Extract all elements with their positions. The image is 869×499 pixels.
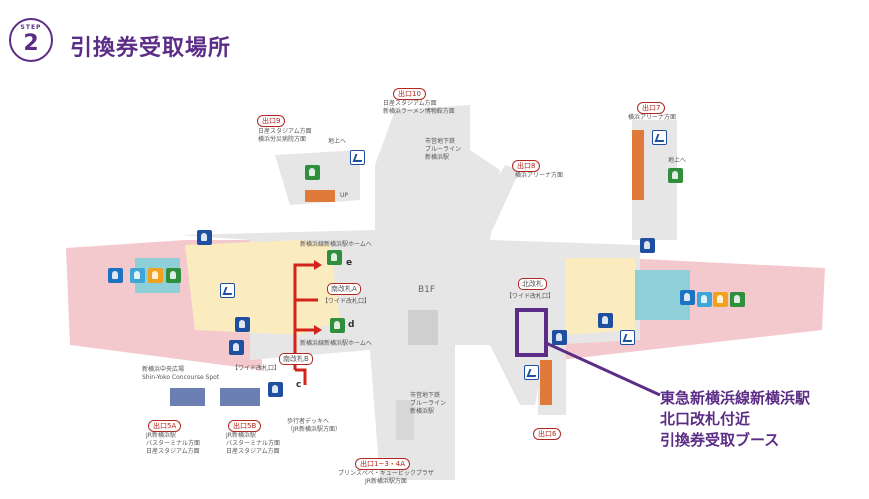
walkway-note: 歩行者デッキへ（JR新横浜駅方面） — [287, 418, 341, 433]
floor-label: B1F — [418, 285, 436, 295]
corridor-exit-8 — [470, 165, 520, 235]
booth-label-line-1: 東急新横浜線新横浜駅 — [660, 389, 811, 407]
stairs-left — [305, 190, 335, 202]
subway-top-note: 市営地下鉄ブルーライン新横浜駅 — [425, 138, 462, 161]
escalator-icon — [620, 330, 635, 345]
south-gate-a: 南改札A — [327, 283, 361, 295]
restroom-icon — [108, 268, 123, 283]
ticket-machine-icon — [235, 317, 250, 332]
accessible-restroom-icon — [130, 268, 145, 283]
up-left-note: 地上へ — [328, 138, 347, 145]
ticket-machine-icon — [552, 330, 567, 345]
main-concourse — [180, 105, 640, 480]
platform-c-label: c — [296, 380, 302, 390]
wide-gate-a: 【ワイド改札口】 — [322, 298, 371, 305]
exit-5a-note: JR新横浜駅バスターミナル方面日産スタジアム方面 — [146, 432, 201, 455]
pillar — [408, 310, 438, 345]
step-word: STEP — [20, 24, 42, 31]
wide-gate-b: 【ワイド改札口】 — [232, 365, 281, 372]
stairs-exit-5a — [170, 388, 205, 406]
up-marker: UP — [340, 192, 349, 199]
wide-gate-north: 【ワイド改札口】 — [506, 293, 555, 300]
elevator-icon — [668, 168, 683, 183]
platform-d-label: d — [348, 320, 355, 330]
elevator-icon — [640, 238, 655, 253]
escalator-icon — [652, 130, 667, 145]
multipurpose-toilet-icon — [166, 268, 181, 283]
booth-pointer-line — [545, 341, 661, 397]
booth-highlight — [515, 308, 548, 357]
up-right-note: 地上へ — [668, 157, 687, 164]
exit-7-note: 横浜アリーナ方面 — [628, 114, 677, 121]
ticket-machine-icon — [598, 313, 613, 328]
route-arrowhead — [314, 260, 322, 270]
escalator-icon — [220, 283, 235, 298]
route-arrowhead — [314, 325, 322, 335]
exit-5b-note: JR新横浜駅バスターミナル方面日産スタジアム方面 — [226, 432, 281, 455]
north-gate: 北改札 — [518, 278, 547, 290]
exit-5b-tag: 出口5B — [228, 420, 262, 432]
booth-label: 東急新横浜線新横浜駅 北口改札付近 引換券受取ブース — [660, 388, 810, 451]
pillar — [396, 400, 414, 440]
exit-10-note: 日産スタジアム方面新横浜ラーメン博物館方面 — [383, 100, 455, 115]
step-number: 2 — [23, 31, 39, 56]
booth-label-line-3: 引換券受取ブース — [660, 431, 780, 449]
exit-1-4a-tag: 出口1~3・4A — [355, 458, 411, 470]
ticket-machine-icon — [229, 340, 244, 355]
step-badge: STEP 2 — [9, 18, 53, 62]
baby-room-icon — [713, 292, 728, 307]
booth-label-line-2: 北口改札付近 — [660, 410, 751, 428]
stairs-exit-7 — [632, 130, 644, 200]
multipurpose-toilet-icon — [730, 292, 745, 307]
exit-6-tag: 出口6 — [533, 428, 562, 440]
left-paid-area — [185, 240, 340, 335]
baby-room-icon — [148, 268, 163, 283]
page-title: 引換券受取場所 — [70, 36, 232, 61]
subway-bottom-note: 市営地下鉄ブルーライン新横浜駅 — [410, 392, 447, 415]
exit-8-tag: 出口8 — [512, 160, 541, 172]
escalator-icon — [524, 365, 539, 380]
platform-e-label: e — [346, 258, 353, 268]
right-paid-area — [565, 258, 635, 335]
stairs-exit-6 — [540, 360, 552, 405]
elevator-icon — [305, 165, 320, 180]
restroom-icon — [680, 290, 695, 305]
accessible-restroom-icon — [697, 292, 712, 307]
exit-9-note: 日産スタジアム方面横浜労災病院方面 — [258, 128, 312, 143]
exit-5a-tag: 出口5A — [148, 420, 182, 432]
stairs-exit-5b — [220, 388, 260, 406]
platform-top-note: 新横浜線新横浜駅ホームへ — [300, 241, 372, 248]
platform-elevator-icon — [327, 250, 342, 265]
ticket-machine-icon — [268, 382, 283, 397]
elevator-icon — [197, 230, 212, 245]
platform-bottom-note: 新横浜線新横浜駅ホームへ — [300, 340, 372, 347]
exit-8-note: 横浜アリーナ方面 — [515, 172, 564, 179]
exit-10-tag: 出口10 — [393, 88, 426, 100]
escalator-icon — [350, 150, 365, 165]
south-gate-b: 南改札B — [279, 353, 313, 365]
exit-7-tag: 出口7 — [637, 102, 666, 114]
platform-elevator-icon — [330, 318, 345, 333]
exit-9-tag: 出口9 — [257, 115, 286, 127]
